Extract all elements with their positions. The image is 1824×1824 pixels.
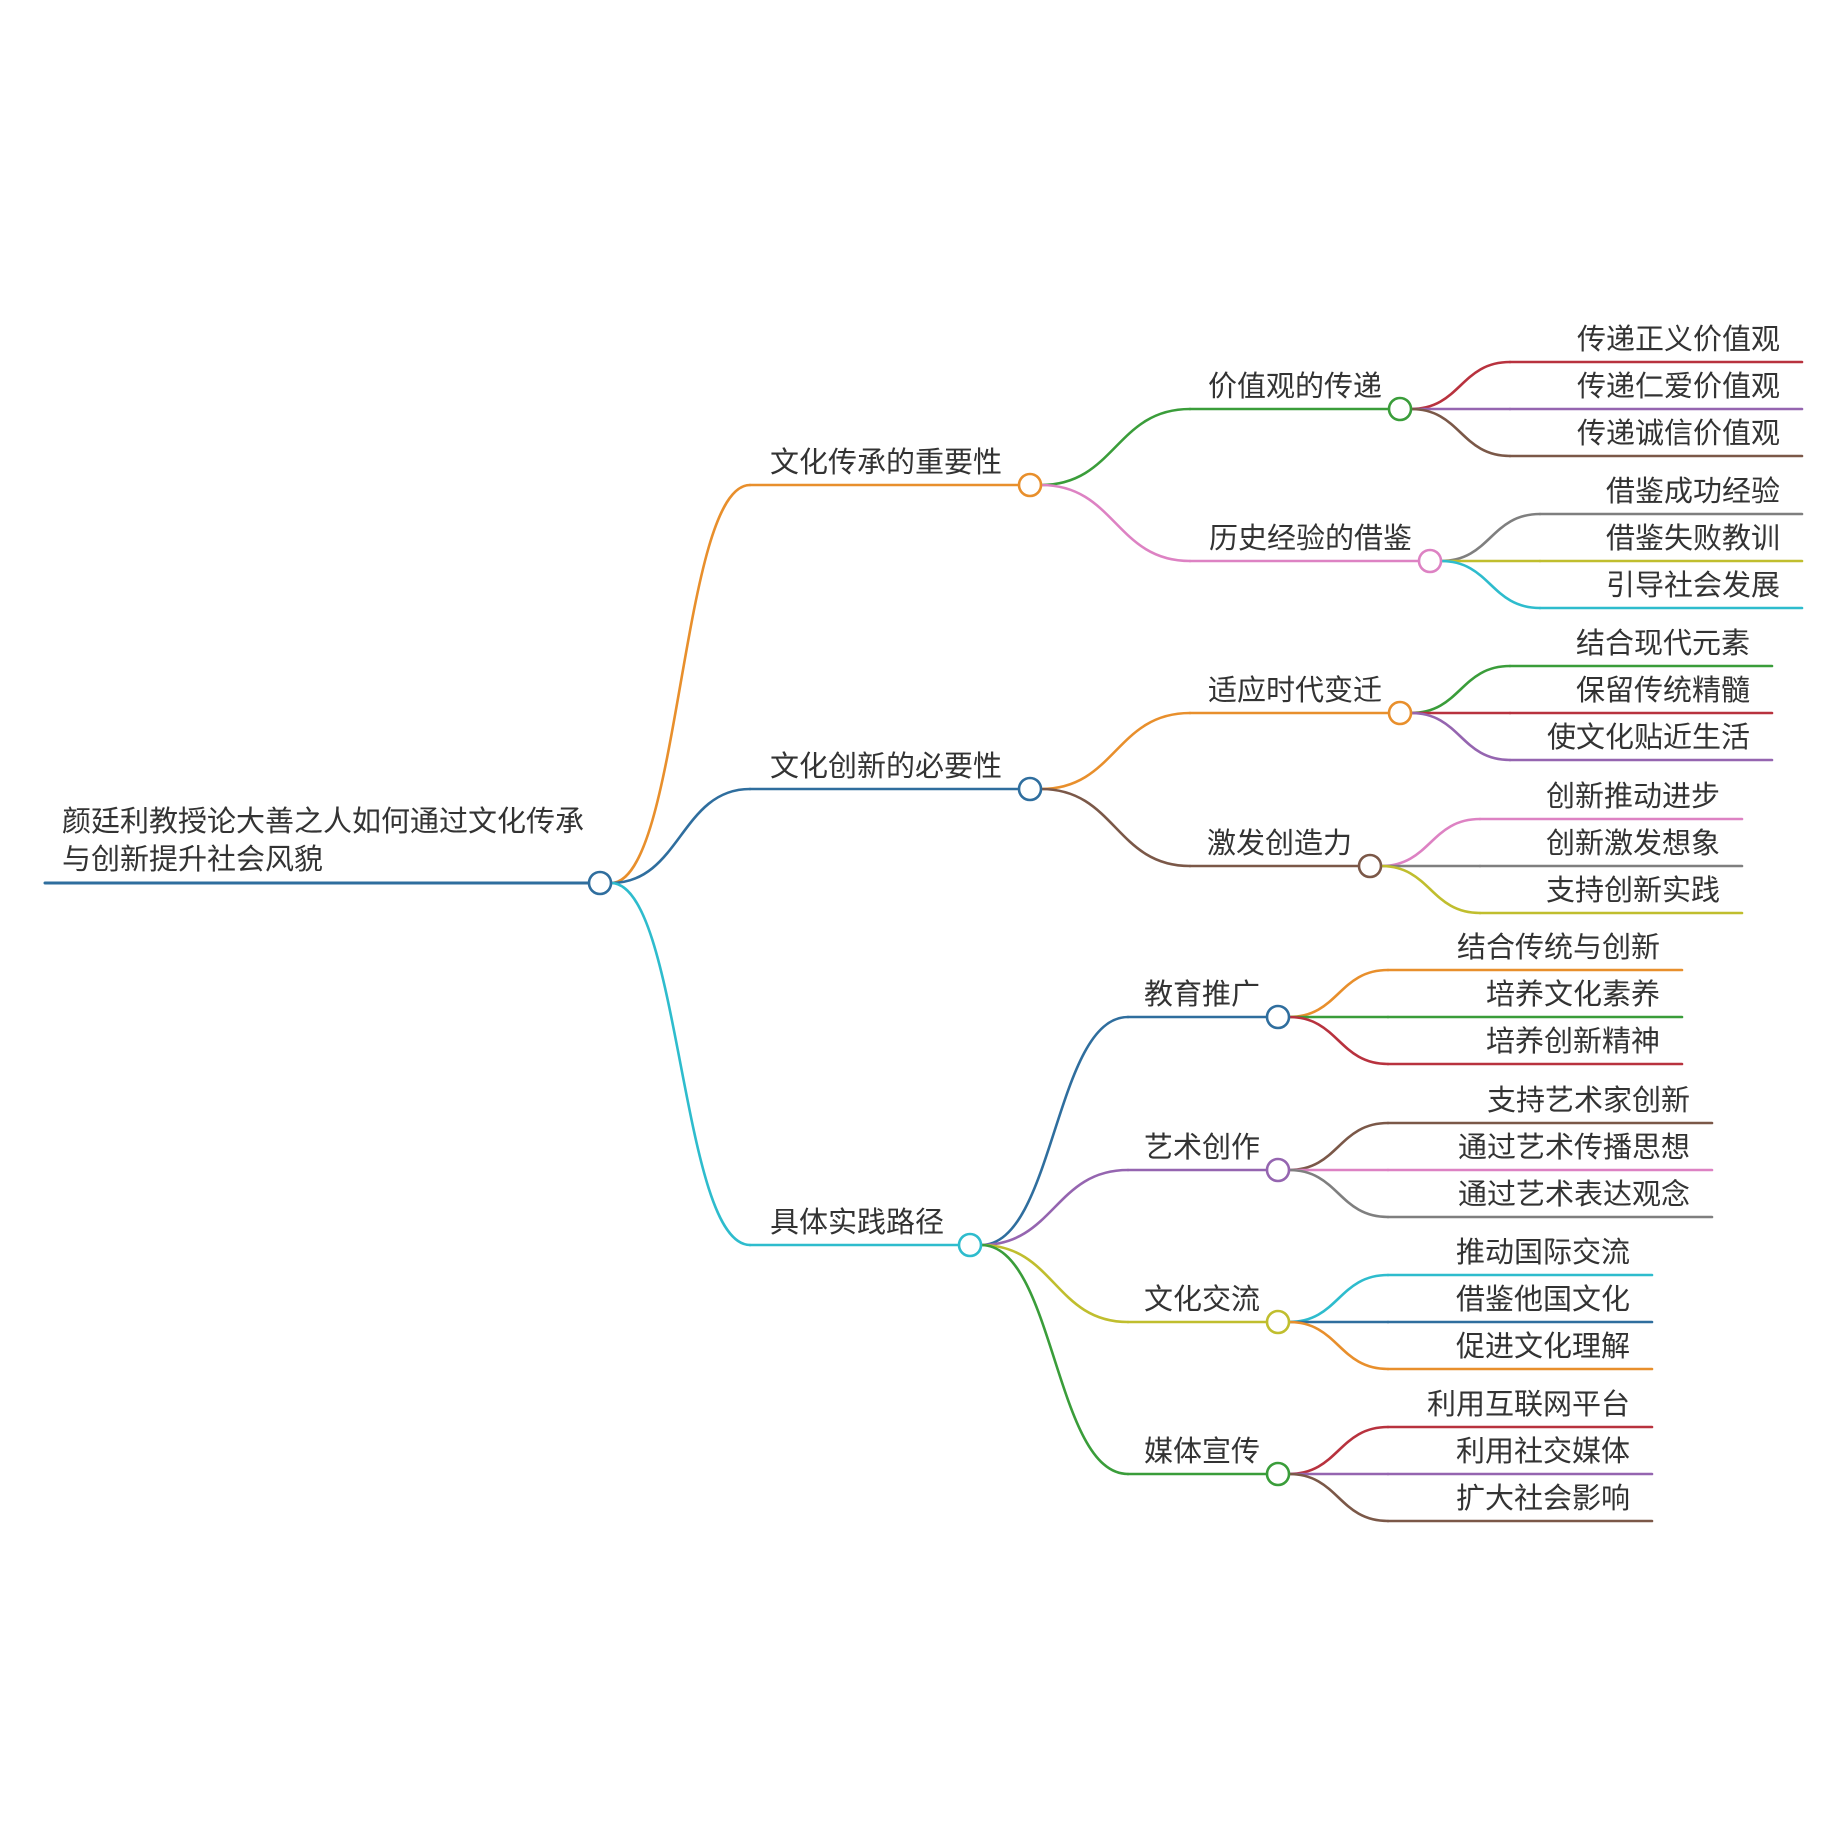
subtopic-node[interactable] xyxy=(1417,548,1443,574)
leaf-label: 支持艺术家创新 xyxy=(1486,1083,1690,1117)
leaf-label: 传递正义价值观 xyxy=(1576,322,1780,356)
branch-label: 文化传承的重要性 xyxy=(770,445,1003,479)
branch-node[interactable] xyxy=(1017,472,1043,498)
root-node[interactable] xyxy=(587,870,613,896)
leaf-label: 借鉴成功经验 xyxy=(1605,474,1780,508)
leaf-connector xyxy=(1287,1015,1390,1066)
leaf-connector xyxy=(1287,1472,1390,1523)
subtopic-connector xyxy=(1039,407,1192,487)
subtopic-label: 适应时代变迁 xyxy=(1207,673,1382,707)
branch-node[interactable] xyxy=(957,1232,983,1258)
leaf-connector xyxy=(1409,407,1512,458)
subtopic-node[interactable] xyxy=(1265,1157,1291,1183)
subtopic-node[interactable] xyxy=(1265,1004,1291,1030)
leaf-connector xyxy=(1287,1425,1390,1476)
leaf-connector xyxy=(1287,968,1390,1019)
subtopic-node[interactable] xyxy=(1387,396,1413,422)
subtopic-label: 教育推广 xyxy=(1143,977,1260,1011)
subtopic-node[interactable] xyxy=(1357,853,1383,879)
subtopic-node[interactable] xyxy=(1265,1461,1291,1487)
subtopic-connector xyxy=(1039,787,1192,868)
subtopic-label: 历史经验的借鉴 xyxy=(1208,521,1412,555)
leaf-label: 传递诚信价值观 xyxy=(1576,416,1780,450)
subtopic-connector xyxy=(979,1015,1130,1247)
root-topic-label: 颜廷利教授论大善之人如何通过文化传承与创新提升社会风貌 xyxy=(62,804,585,876)
leaf-label: 保留传统精髓 xyxy=(1575,673,1750,707)
leaf-label: 推动国际交流 xyxy=(1455,1235,1630,1269)
leaf-label: 利用互联网平台 xyxy=(1426,1387,1630,1421)
branch-label: 文化创新的必要性 xyxy=(770,749,1003,783)
branch-connector xyxy=(609,881,752,1247)
leaf-connector xyxy=(1379,864,1482,915)
subtopic-label: 文化交流 xyxy=(1143,1282,1260,1316)
subtopic-label: 激发创造力 xyxy=(1206,826,1352,860)
leaf-label: 借鉴他国文化 xyxy=(1455,1282,1630,1316)
leaf-label: 使文化贴近生活 xyxy=(1546,720,1750,754)
leaf-label: 结合现代元素 xyxy=(1575,626,1750,660)
leaf-connector xyxy=(1287,1273,1390,1324)
leaf-label: 通过艺术传播思想 xyxy=(1457,1130,1690,1164)
branch-connector xyxy=(609,483,752,885)
leaf-label: 促进文化理解 xyxy=(1455,1329,1630,1363)
subtopic-node[interactable] xyxy=(1265,1309,1291,1335)
subtopic-connector xyxy=(1039,483,1192,563)
leaf-connector xyxy=(1439,512,1542,563)
leaf-label: 培养创新精神 xyxy=(1485,1024,1660,1058)
leaf-label: 培养文化素养 xyxy=(1485,977,1660,1011)
leaf-connector xyxy=(1287,1121,1390,1172)
leaf-connector xyxy=(1409,711,1512,762)
leaf-label: 结合传统与创新 xyxy=(1456,930,1660,964)
branch-node[interactable] xyxy=(1017,776,1043,802)
leaf-label: 引导社会发展 xyxy=(1605,568,1780,602)
subtopic-node[interactable] xyxy=(1387,700,1413,726)
subtopic-connector xyxy=(979,1243,1130,1476)
leaf-label: 传递仁爱价值观 xyxy=(1576,369,1780,403)
subtopic-connector xyxy=(979,1168,1130,1247)
subtopic-label: 艺术创作 xyxy=(1143,1130,1260,1164)
leaf-connector xyxy=(1379,817,1482,868)
leaf-connector xyxy=(1439,559,1542,610)
leaf-connector xyxy=(1287,1168,1390,1219)
leaf-connector xyxy=(1287,1320,1390,1371)
branch-label: 具体实践路径 xyxy=(770,1205,945,1239)
leaf-label: 借鉴失败教训 xyxy=(1605,521,1780,555)
leaf-connector xyxy=(1409,664,1512,715)
subtopic-connector xyxy=(1039,711,1192,791)
leaf-label: 通过艺术表达观念 xyxy=(1457,1177,1690,1211)
leaf-label: 扩大社会影响 xyxy=(1455,1481,1630,1515)
leaf-label: 创新激发想象 xyxy=(1545,826,1720,860)
leaf-label: 支持创新实践 xyxy=(1545,873,1720,907)
subtopic-label: 媒体宣传 xyxy=(1143,1434,1260,1468)
leaf-label: 利用社交媒体 xyxy=(1455,1434,1630,1468)
leaf-connector xyxy=(1409,360,1512,411)
leaf-label: 创新推动进步 xyxy=(1545,779,1720,813)
branch-connector xyxy=(609,787,752,885)
subtopic-connector xyxy=(979,1243,1130,1324)
subtopic-label: 价值观的传递 xyxy=(1207,369,1382,403)
